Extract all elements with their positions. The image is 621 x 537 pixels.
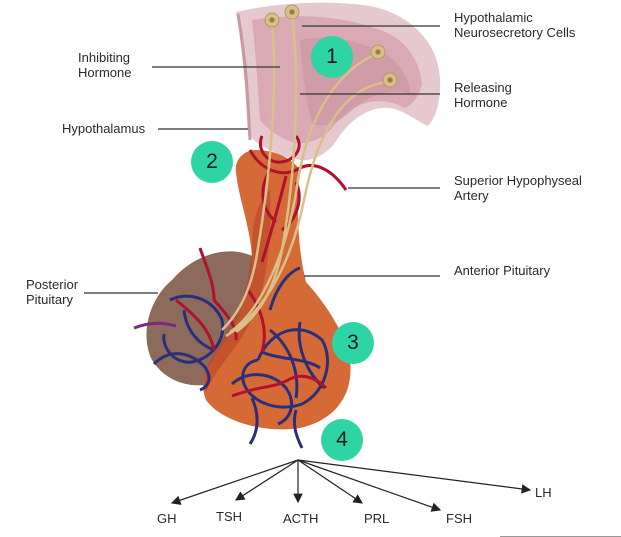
label-posterior-pituitary: Posterior Pituitary [26, 277, 79, 307]
label-inhibiting-hormone: Inhibiting Hormone [78, 50, 132, 80]
step-badge-1: 1 [311, 36, 353, 78]
step-badge-3: 3 [332, 322, 374, 364]
hormone-gh: GH [157, 511, 177, 526]
hormone-lh: LH [535, 485, 552, 500]
hormone-tsh: TSH [216, 509, 242, 524]
hormone-arrows [170, 459, 532, 512]
label-hypothalamus: Hypothalamus [62, 121, 146, 136]
neuron-cell-bodies [264, 4, 398, 88]
portal-veins [152, 266, 330, 449]
step-badge-4: 4 [321, 419, 363, 461]
venous-outflow-left [133, 321, 177, 330]
step-badge-2: 2 [191, 141, 233, 183]
hormone-prl: PRL [364, 511, 390, 526]
anterior-pituitary-shade [204, 190, 271, 392]
label-releasing-hormone: Releasing Hormone [454, 80, 512, 110]
label-neurosecretory-cells: Hypothalamic Neurosecretory Cells [454, 10, 576, 40]
neurosecretory-axons [221, 13, 389, 338]
label-superior-hypophyseal-artery: Superior Hypophyseal Artery [454, 173, 582, 203]
label-anterior-pituitary: Anterior Pituitary [454, 263, 551, 278]
hormone-fsh: FSH [446, 511, 472, 526]
leader-lines [84, 25, 440, 294]
hormone-acth: ACTH [283, 511, 319, 526]
